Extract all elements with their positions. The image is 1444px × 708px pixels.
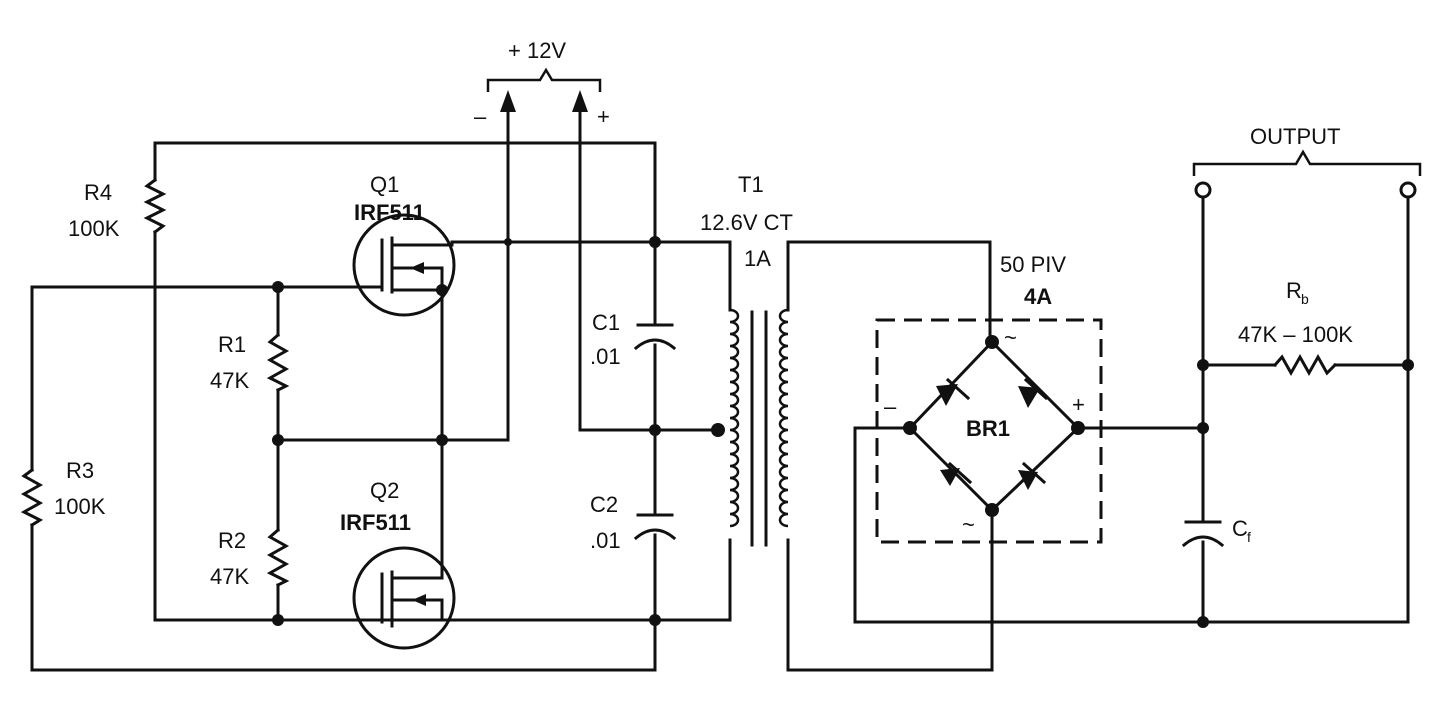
r1-value: 47K bbox=[210, 368, 249, 393]
supply-plus-label: + bbox=[597, 104, 610, 129]
capacitor-cf: C f bbox=[1181, 516, 1251, 548]
capacitor-c2: C2 .01 bbox=[590, 492, 677, 553]
c2-ref: C2 bbox=[590, 492, 618, 517]
output-terminal-left bbox=[1194, 181, 1212, 199]
output-terminal-right bbox=[1399, 181, 1417, 199]
q1-ref: Q1 bbox=[370, 172, 399, 197]
bridge-outline bbox=[875, 318, 1103, 544]
br1-plus: + bbox=[1072, 392, 1085, 417]
c2-value: .01 bbox=[590, 528, 621, 553]
r1-ref: R1 bbox=[218, 332, 246, 357]
resistor-rb: R b 47K – 100K bbox=[1238, 278, 1353, 377]
cf-sub: f bbox=[1247, 529, 1251, 545]
br1-ac-top: ~ bbox=[1004, 325, 1017, 350]
transformer-t1: T1 12.6V CT 1A bbox=[700, 172, 793, 547]
c1-value: .01 bbox=[590, 344, 621, 369]
r4-value: 100K bbox=[68, 216, 120, 241]
t1-current: 1A bbox=[744, 246, 771, 271]
output-label: OUTPUT bbox=[1250, 124, 1340, 149]
r3-ref: R3 bbox=[66, 458, 94, 483]
bridge-rectifier-br1: 50 PIV 4A BR1 – + ~ ~ bbox=[875, 252, 1103, 544]
q1-part: IRF511 bbox=[354, 200, 425, 225]
capacitor-c1: C1 .01 bbox=[590, 310, 677, 369]
r3-value: 100K bbox=[54, 494, 106, 519]
rb-value: 47K – 100K bbox=[1238, 322, 1353, 347]
t1-rating: 12.6V CT bbox=[700, 210, 793, 235]
supply-brace bbox=[486, 67, 602, 92]
output-brace bbox=[1192, 149, 1422, 176]
wiring bbox=[30, 108, 1410, 672]
primary-winding bbox=[729, 308, 740, 528]
supply-minus-label: – bbox=[474, 104, 487, 129]
rb-sub: b bbox=[1301, 291, 1309, 307]
resistor-r1: R1 47K bbox=[210, 332, 290, 393]
br1-rating: 50 PIV bbox=[1000, 252, 1066, 277]
t1-ref: T1 bbox=[738, 172, 764, 197]
junction-dots bbox=[272, 236, 1414, 628]
r2-value: 47K bbox=[210, 564, 249, 589]
output-terminals: OUTPUT bbox=[1192, 124, 1422, 199]
q2-part: IRF511 bbox=[340, 510, 411, 535]
q2-ref: Q2 bbox=[370, 478, 399, 503]
cf-ref: C bbox=[1232, 516, 1248, 541]
r4-ref: R4 bbox=[84, 180, 112, 205]
br1-ref: BR1 bbox=[966, 416, 1010, 441]
secondary-winding bbox=[778, 308, 789, 528]
c1-ref: C1 bbox=[592, 310, 620, 335]
supply-voltage-label: + 12V bbox=[508, 38, 566, 63]
rb-ref: R bbox=[1286, 278, 1302, 303]
br1-minus: – bbox=[884, 394, 897, 419]
resistor-r4: R4 100K bbox=[68, 177, 167, 241]
resistor-r3: R3 100K bbox=[20, 458, 106, 528]
resistor-r2: R2 47K bbox=[210, 527, 290, 589]
br1-current: 4A bbox=[1024, 284, 1052, 309]
supply-terminals: + 12V – + bbox=[474, 38, 610, 129]
mosfet-q2: Q2 IRF511 bbox=[340, 478, 456, 650]
mosfet-q1: Q1 IRF511 bbox=[352, 172, 456, 317]
br1-ac-bottom: ~ bbox=[962, 512, 975, 537]
r2-ref: R2 bbox=[218, 528, 246, 553]
